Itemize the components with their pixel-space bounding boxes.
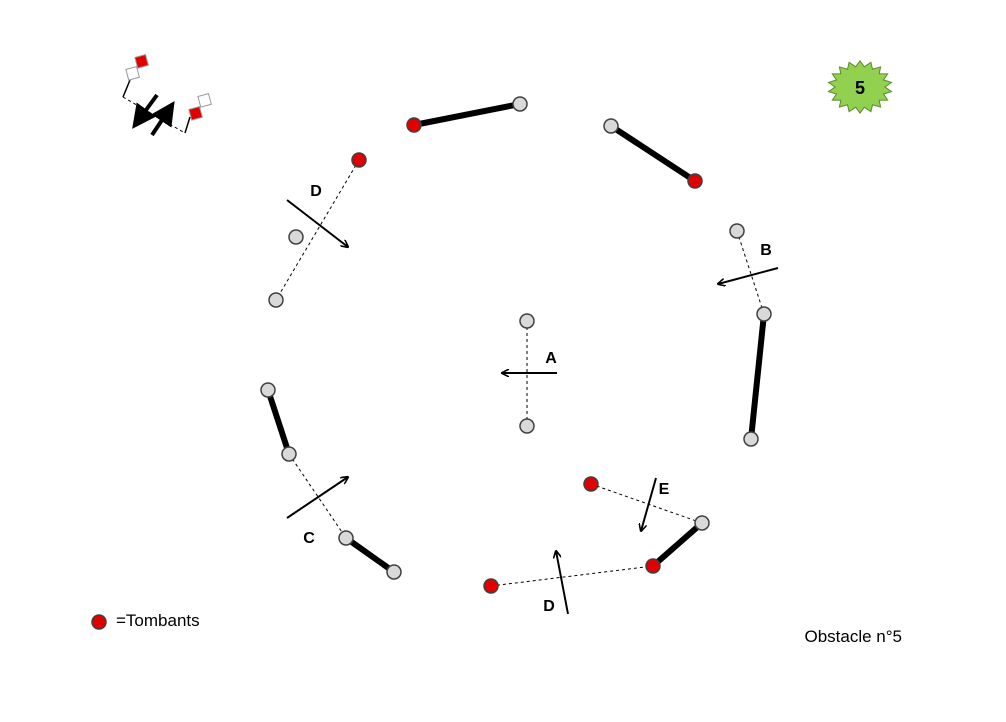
- pass-label-e: E: [659, 481, 670, 498]
- pole-top-right-bar-top: [603, 118, 619, 134]
- pole-right-bar-bottom: [743, 431, 759, 447]
- pass-label-b: B: [760, 242, 772, 259]
- pole-top-bar-left: [406, 117, 422, 133]
- pole-d-top-red: [351, 152, 367, 168]
- badge-star-shape: [827, 59, 893, 115]
- dashed-line-b: [736, 230, 765, 315]
- pass-label-c: C: [303, 530, 315, 547]
- obstacle-caption: Obstacle n°5: [804, 627, 902, 646]
- pole-left-bar-top: [260, 382, 276, 398]
- pole-e-red: [583, 476, 599, 492]
- pole-d-top-low: [268, 292, 284, 308]
- legend-label: =Tombants: [116, 611, 200, 630]
- dashed-line-e: [590, 483, 703, 524]
- pole-e-bar-red: [645, 558, 661, 574]
- pole-left-bar-bottom: [281, 446, 297, 462]
- pass-label-d-top: D: [310, 183, 322, 200]
- poles: [260, 96, 772, 594]
- dashed-lines: [275, 159, 765, 587]
- obstacle-number-badge: 5: [827, 59, 893, 115]
- pole-e-grey: [694, 515, 710, 531]
- pass-label-d-bottom: D: [543, 598, 555, 615]
- dashed-line-c: [288, 453, 347, 539]
- pole-c-bar-top: [338, 530, 354, 546]
- pass-labels: D B A C E D: [303, 183, 772, 615]
- rail-bottom-right: [650, 520, 705, 569]
- falling-pole-legend-marker: [91, 614, 107, 630]
- dashed-line-d-bottom: [490, 565, 654, 587]
- pole-a-top: [519, 313, 535, 329]
- rail-left: [265, 387, 292, 457]
- pole-top-right-bar-bottom: [687, 173, 703, 189]
- rail-right: [748, 311, 767, 442]
- pole-b-top: [729, 223, 745, 239]
- rails: [265, 101, 767, 575]
- pole-c-bar-bottom: [386, 564, 402, 580]
- pole-a-bottom: [519, 418, 535, 434]
- pole-right-bar-top: [756, 306, 772, 322]
- arrow-c: [286, 477, 348, 519]
- arrow-d-bottom: [556, 551, 569, 615]
- direction-swap-icon: [122, 54, 212, 137]
- arrow-d-top: [286, 199, 348, 247]
- pass-label-a: A: [545, 350, 557, 367]
- pole-d-top-mid: [288, 229, 304, 245]
- dashed-line-d-top: [275, 159, 360, 301]
- legend: =Tombants: [91, 611, 200, 630]
- pole-top-bar-right: [512, 96, 528, 112]
- rail-top: [411, 101, 523, 128]
- pole-d-bottom-red: [483, 578, 499, 594]
- direction-arrows: [286, 199, 779, 615]
- arrow-b: [718, 267, 779, 284]
- badge-number: 5: [855, 78, 865, 98]
- arrow-e: [641, 477, 657, 531]
- rail-top-right: [608, 123, 698, 184]
- rail-bottom-left: [343, 535, 397, 575]
